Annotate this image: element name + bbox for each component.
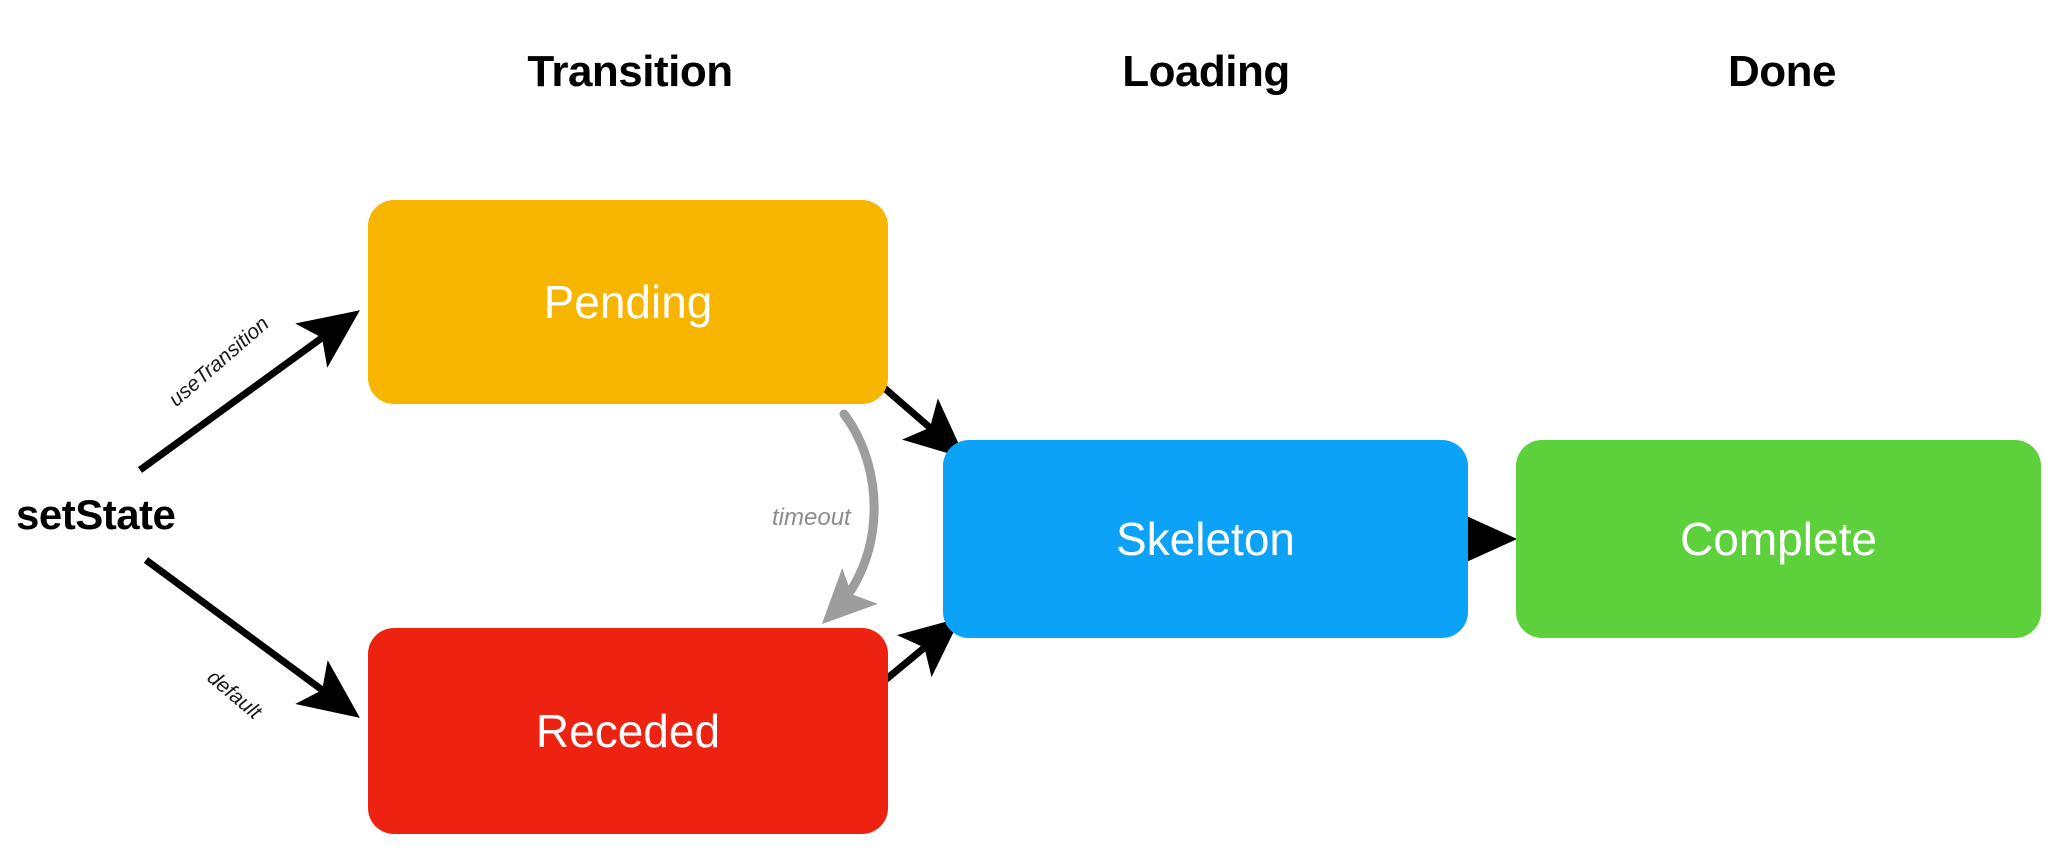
edge-label-timeout: timeout	[772, 504, 851, 531]
state-node-receded[interactable]: Receded	[368, 628, 888, 834]
edge-label-default: default	[202, 665, 266, 724]
column-header-transition: Transition	[527, 47, 733, 96]
state-node-label: Pending	[543, 276, 713, 328]
edge-label-usetransition: useTransition	[164, 312, 274, 412]
state-node-complete[interactable]: Complete	[1516, 440, 2041, 638]
edge-setstate-to-receded	[143, 557, 360, 718]
column-header-loading: Loading	[1122, 47, 1290, 96]
state-node-pending[interactable]: Pending	[368, 200, 888, 404]
state-node-skeleton[interactable]: Skeleton	[943, 440, 1468, 638]
edge-pending-to-skeleton	[879, 383, 966, 459]
edge-receded-to-skeleton	[875, 617, 961, 689]
state-node-label: Skeleton	[1115, 513, 1295, 565]
state-node-label: Receded	[535, 705, 721, 757]
column-header-done: Done	[1728, 47, 1837, 96]
state-node-label: Complete	[1680, 513, 1877, 565]
source-label-setstate: setState	[16, 491, 176, 538]
